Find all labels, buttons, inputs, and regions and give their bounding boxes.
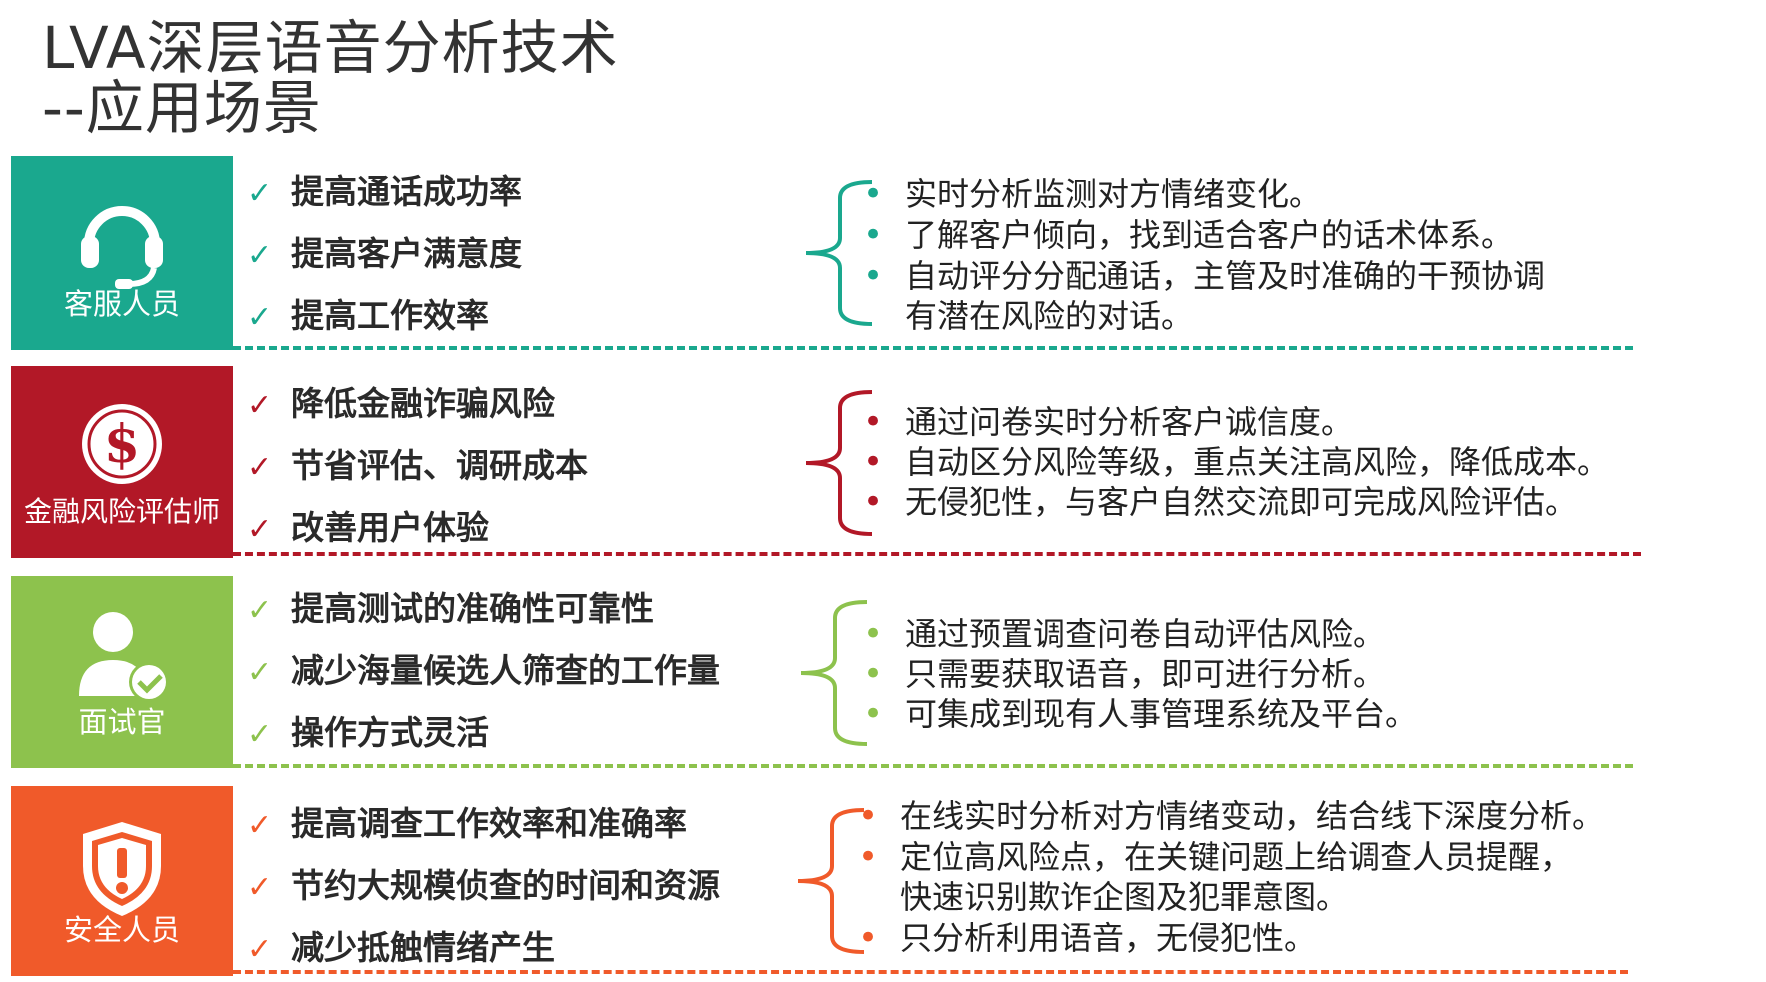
section-customer-service: 客服人员 ✓提高通话成功率 ✓提高客户满意度 ✓提高工作效率 •实时分析监测对方… (0, 156, 1766, 352)
check-icon: ✓ (247, 593, 273, 628)
dollar-icon: $ (82, 404, 162, 484)
bullet-icon: • (863, 256, 884, 296)
brace-icon (797, 808, 865, 954)
benefit-item: ✓减少抵触情绪产生 (247, 928, 555, 968)
badge-security: 安全人员 (11, 786, 233, 976)
detail-item: •了解客户倾向，找到适合客户的话术体系。 (863, 215, 1514, 255)
badge-label: 安全人员 (63, 913, 180, 947)
badge-interviewer: 面试官 (11, 576, 233, 768)
check-icon: ✓ (247, 512, 273, 547)
check-icon: ✓ (247, 238, 273, 273)
title-line-2: --应用场景 (42, 74, 322, 142)
bullet-icon: • (858, 918, 879, 958)
benefit-item: ✓提高工作效率 (247, 296, 489, 336)
check-icon: ✓ (247, 717, 273, 752)
bullet-icon: • (863, 694, 884, 734)
shield-alert-icon (83, 822, 161, 916)
benefit-item: ✓节约大规模侦查的时间和资源 (247, 866, 720, 906)
svg-text:$: $ (104, 414, 140, 475)
detail-item: •自动评分分配通话，主管及时准确的干预协调 (863, 256, 1546, 296)
badge-label: 面试官 (78, 705, 166, 739)
title-line-1: LVA深层语音分析技术 (42, 14, 619, 82)
section-divider (233, 552, 1641, 556)
bullet-icon: • (863, 215, 884, 255)
detail-item: •可集成到现有人事管理系统及平台。 (863, 694, 1418, 734)
page-title: LVA深层语音分析技术 --应用场景 (42, 18, 619, 138)
benefit-item: ✓减少海量候选人筛查的工作量 (247, 651, 720, 691)
detail-item: 有潜在风险的对话。 (905, 297, 1194, 335)
check-icon: ✓ (247, 450, 273, 485)
bullet-icon: • (863, 402, 884, 442)
headset-icon (81, 206, 163, 289)
benefit-item: ✓提高通话成功率 (247, 172, 522, 212)
badge-financial-risk: $ 金融风险评估师 (11, 366, 233, 558)
bullet-icon: • (863, 174, 884, 214)
section-divider (233, 764, 1633, 768)
badge-customer-service: 客服人员 (11, 156, 233, 350)
bullet-icon: • (858, 837, 879, 877)
check-icon: ✓ (247, 655, 273, 690)
benefit-item: ✓提高客户满意度 (247, 234, 522, 274)
section-financial-risk: $ 金融风险评估师 ✓降低金融诈骗风险 ✓节省评估、调研成本 ✓改善用户体验 •… (0, 366, 1766, 562)
detail-item: 快速识别欺诈企图及犯罪意图。 (900, 878, 1349, 916)
detail-item: •自动区分风险等级，重点关注高风险，降低成本。 (863, 442, 1610, 482)
check-icon: ✓ (247, 932, 273, 967)
user-check-icon (79, 612, 169, 702)
benefit-item: ✓降低金融诈骗风险 (247, 384, 555, 424)
check-icon: ✓ (247, 388, 273, 423)
bullet-icon: • (863, 442, 884, 482)
benefit-item: ✓提高调查工作效率和准确率 (247, 804, 687, 844)
detail-item: •通过预置调查问卷自动评估风险。 (863, 614, 1386, 654)
benefit-item: ✓提高测试的准确性可靠性 (247, 589, 654, 629)
brace-icon (800, 600, 868, 746)
benefit-item: ✓操作方式灵活 (247, 713, 489, 753)
detail-item: •只需要获取语音，即可进行分析。 (863, 654, 1386, 694)
check-icon: ✓ (247, 808, 273, 843)
badge-label: 金融风险评估师 (23, 495, 220, 528)
bullet-icon: • (863, 654, 884, 694)
check-icon: ✓ (247, 300, 273, 335)
brace-icon (805, 390, 873, 536)
bullet-icon: • (863, 614, 884, 654)
check-icon: ✓ (247, 870, 273, 905)
benefit-item: ✓节省评估、调研成本 (247, 446, 588, 486)
detail-item: •定位高风险点，在关键问题上给调查人员提醒， (858, 837, 1573, 877)
detail-item: •通过问卷实时分析客户诚信度。 (863, 402, 1354, 442)
detail-item: •无侵犯性，与客户自然交流即可完成风险评估。 (863, 482, 1578, 522)
section-divider (233, 346, 1633, 350)
section-interviewer: 面试官 ✓提高测试的准确性可靠性 ✓减少海量候选人筛查的工作量 ✓操作方式灵活 … (0, 576, 1766, 772)
benefit-item: ✓改善用户体验 (247, 508, 489, 548)
check-icon: ✓ (247, 176, 273, 211)
detail-item: •只分析利用语音，无侵犯性。 (858, 918, 1317, 958)
badge-label: 客服人员 (63, 287, 180, 321)
detail-item: •实时分析监测对方情绪变化。 (863, 174, 1322, 214)
detail-item: •在线实时分析对方情绪变动，结合线下深度分析。 (858, 796, 1605, 836)
brace-icon (805, 180, 873, 326)
bullet-icon: • (858, 796, 879, 836)
section-divider (233, 970, 1628, 974)
section-security: 安全人员 ✓提高调查工作效率和准确率 ✓节约大规模侦查的时间和资源 ✓减少抵触情… (0, 786, 1766, 982)
bullet-icon: • (863, 482, 884, 522)
